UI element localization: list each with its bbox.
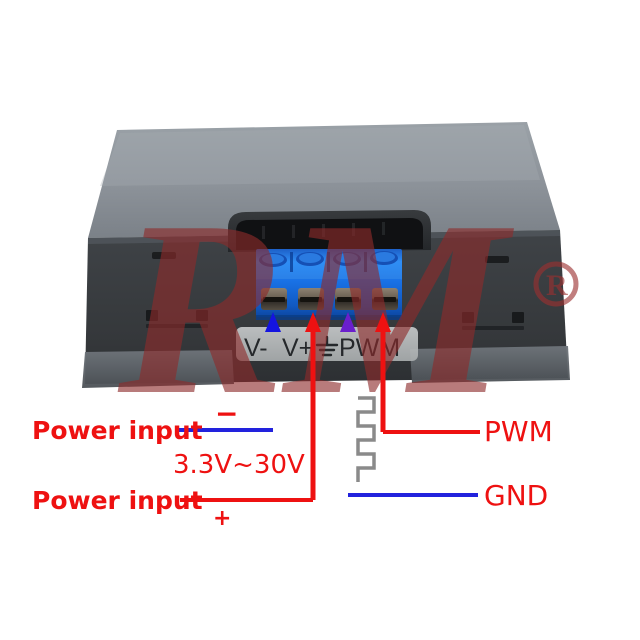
left-panel-details xyxy=(146,252,208,328)
silkscreen-v-minus: V- xyxy=(244,334,268,362)
right-flange xyxy=(410,346,570,383)
terminal-block[interactable] xyxy=(256,249,402,320)
label-power-input-negative: Power input xyxy=(32,416,203,445)
device-top-face xyxy=(88,122,560,238)
terminal-wire-holes xyxy=(259,251,398,267)
label-pwm-output: PWM xyxy=(484,415,553,448)
svg-text:R: R xyxy=(546,269,568,302)
watermark-registered-icon xyxy=(533,261,579,307)
silkscreen-v-plus: V+ xyxy=(282,334,314,362)
square-wave-symbol xyxy=(356,396,376,482)
label-voltage-range: 3.3V~30V xyxy=(173,450,305,480)
terminal-screws[interactable] xyxy=(261,288,398,310)
device-top-sheen xyxy=(100,125,540,186)
right-panel-details xyxy=(462,256,524,330)
label-positive-sign: + xyxy=(213,506,232,531)
arrow-pwm xyxy=(375,312,391,432)
label-power-input-positive: Power input xyxy=(32,486,203,515)
label-gnd: GND xyxy=(484,479,549,512)
recess-pin-hints xyxy=(262,222,385,239)
left-flange xyxy=(82,350,234,388)
terminal-separators xyxy=(290,252,367,272)
watermark-text: RM xyxy=(117,170,515,447)
arrow-v-minus xyxy=(265,312,281,430)
arrow-gnd xyxy=(340,312,356,495)
arrow-v-plus xyxy=(305,312,321,500)
terminal-recess-inner xyxy=(236,218,423,250)
label-negative-sign: − xyxy=(215,397,239,430)
